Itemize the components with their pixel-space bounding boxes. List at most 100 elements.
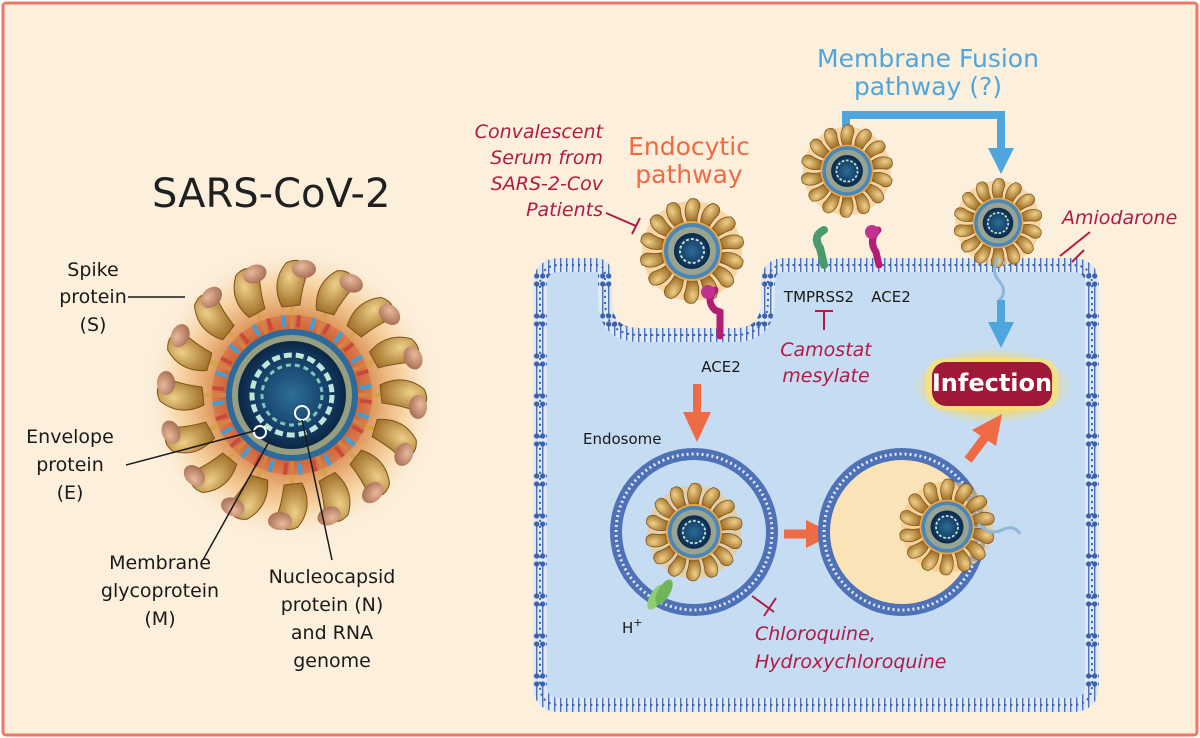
nucleocapsid-rna-genome <box>249 352 335 438</box>
membrane-protein <box>214 370 228 378</box>
spike-protein <box>276 259 316 331</box>
camostat-inhibition-bar <box>815 310 833 330</box>
spike-protein <box>335 296 401 352</box>
membrane-protein <box>356 412 370 420</box>
svg-text:glycoprotein: glycoprotein <box>101 580 219 602</box>
membrane-protein <box>359 398 372 404</box>
svg-text:(E): (E) <box>57 482 84 504</box>
camostat-label: Camostat mesylate <box>780 339 873 387</box>
svg-text:Envelope: Envelope <box>26 426 114 448</box>
svg-text:Camostat: Camostat <box>780 339 873 361</box>
membrane-protein <box>220 356 233 366</box>
figure-title: SARS-CoV-2 <box>152 171 390 217</box>
svg-text:Chloroquine,: Chloroquine, <box>755 623 876 645</box>
spike-protein <box>314 453 351 526</box>
infection-badge: Infection <box>912 348 1072 424</box>
membrane-protein <box>334 445 345 458</box>
spike-protein <box>350 336 423 373</box>
tmprss2-receptor <box>812 226 828 269</box>
envelope-protein-marker <box>253 425 267 439</box>
membrane-protein <box>297 462 303 475</box>
membrane-protein <box>251 323 262 337</box>
envelope-leader-line <box>125 429 259 466</box>
membrane-protein <box>321 323 331 336</box>
membrane-protein <box>322 453 333 467</box>
svg-text:protein: protein <box>59 286 127 308</box>
svg-text:pathway (?): pathway (?) <box>854 72 1002 101</box>
spike-protein <box>314 270 363 337</box>
svg-text:Endocytic: Endocytic <box>628 132 750 161</box>
ace2-label-endocytic: ACE2 <box>701 358 741 376</box>
spike-proteins <box>156 259 428 531</box>
membrane-protein <box>333 331 344 344</box>
membrane-protein <box>351 424 364 434</box>
svg-text:pathway: pathway <box>635 160 743 189</box>
envelope-protein-label: Envelope protein (E) <box>26 426 114 504</box>
spike-protein <box>356 379 428 419</box>
membrane-protein <box>283 462 289 475</box>
svg-text:Nucleocapsid: Nucleocapsid <box>269 566 396 588</box>
membrane-protein <box>310 459 318 472</box>
amiodarone-inhibition-bar <box>1059 231 1091 263</box>
endosome-to-infection-arrow-head <box>972 414 1002 446</box>
svg-text:(S): (S) <box>80 314 107 336</box>
membrane-protein <box>281 315 287 328</box>
amiodarone-label: Amiodarone <box>1060 207 1177 229</box>
membrane-protein <box>356 369 369 377</box>
chloroquine-inhibition-bar <box>751 595 777 617</box>
membrane-protein <box>212 400 225 406</box>
spike-protein <box>167 324 234 373</box>
svg-text:Membrane: Membrane <box>109 552 211 574</box>
infection-label: Infection <box>932 369 1052 397</box>
endocytosis-arrow-head <box>683 412 711 442</box>
membrane-protein <box>228 343 241 354</box>
svg-text:and RNA: and RNA <box>291 622 373 644</box>
fusion-pathway-arrow <box>842 111 1005 150</box>
tmprss2-label: TMPRSS2 <box>783 288 854 306</box>
sars-cov-2-virion <box>142 245 442 545</box>
convalescent-serum-label: Convalescent Serum from SARS-2-Cov Patie… <box>475 121 605 221</box>
svg-text:Patients: Patients <box>526 199 603 221</box>
spike-protein <box>350 417 417 466</box>
membrane-glycoproteins <box>212 315 372 475</box>
nucleocapsid-label: Nucleocapsid protein (N) and RNA genome <box>269 566 396 672</box>
spike-protein <box>268 459 308 531</box>
membrane-protein <box>240 446 251 459</box>
endocytic-pathway-label: Endocytic pathway <box>628 132 750 189</box>
membrane-protein <box>309 317 317 331</box>
ace2-receptor-fusion <box>865 225 883 269</box>
spike-protein <box>193 286 249 352</box>
membrane-protein <box>215 413 228 421</box>
membrane-protein <box>359 384 372 390</box>
membrane-protein <box>267 459 275 473</box>
svg-text:SARS-2-Cov: SARS-2-Cov <box>491 173 604 195</box>
membrane-fusion-pathway-label: Membrane Fusion pathway (?) <box>817 44 1039 101</box>
svg-text:Hydroxychloroquine: Hydroxychloroquine <box>755 651 946 673</box>
membrane-protein <box>229 437 242 448</box>
ace2-receptor-endocytic <box>701 285 724 340</box>
membrane-protein <box>342 342 355 353</box>
spike-protein <box>183 438 249 494</box>
endosome-label: Endosome <box>583 430 662 448</box>
proton-label: H+ <box>622 616 643 637</box>
nucleocapsid-leader-line <box>301 419 333 561</box>
fusion-to-infection-arrow-head <box>988 322 1014 348</box>
membrane-protein <box>239 332 250 345</box>
membrane-protein <box>343 436 356 447</box>
membrane-protein <box>350 354 364 365</box>
svg-text:genome: genome <box>293 650 371 672</box>
svg-text:(M): (M) <box>144 608 175 630</box>
endosome-to-infection-arrow-shaft <box>964 433 990 463</box>
spike-protein <box>233 264 270 337</box>
svg-text:protein: protein <box>36 454 104 476</box>
membrane-protein <box>295 315 301 328</box>
svg-text:Membrane Fusion: Membrane Fusion <box>817 44 1039 73</box>
svg-text:Convalescent: Convalescent <box>475 121 605 143</box>
serum-inhibition-bar <box>605 212 641 235</box>
ace2-label-fusion: ACE2 <box>871 288 911 306</box>
membrane-leader-line <box>202 439 271 561</box>
fusion-arrow-head <box>988 148 1014 174</box>
membrane-protein <box>212 386 225 392</box>
